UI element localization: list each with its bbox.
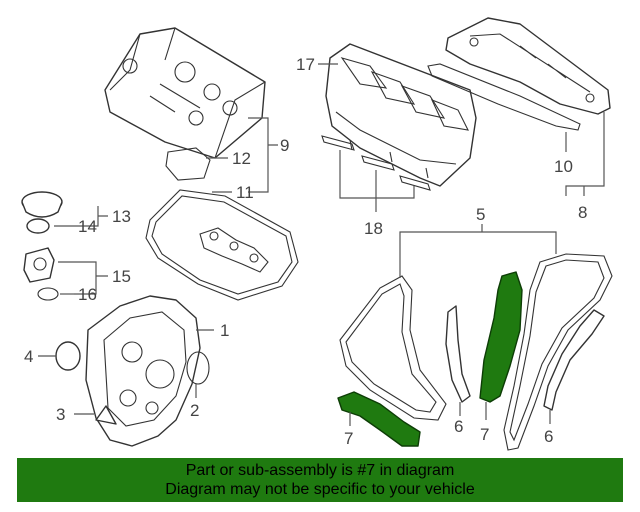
banner-line-1: Part or sub-assembly is #7 in diagram (185, 462, 455, 479)
chain-guide-6-right (543, 309, 605, 411)
gasket-12 (165, 147, 211, 181)
chain-guide-7-upright (479, 271, 523, 403)
callout-4: 4 (24, 347, 33, 366)
callout-3: 3 (56, 405, 65, 424)
callout-5: 5 (476, 205, 485, 224)
callout-13: 13 (112, 207, 131, 226)
callout-12: 12 (232, 149, 251, 168)
gasket-10 (427, 63, 581, 131)
intake-manifold-17 (325, 43, 477, 187)
callout-17: 17 (296, 55, 315, 74)
callout-16: 16 (78, 285, 97, 304)
gasket-2 (186, 351, 210, 385)
chain-guide-7-lower (337, 391, 421, 447)
callout-18: 18 (364, 219, 383, 238)
chain-guide-6-left (445, 305, 471, 403)
callout-9: 9 (280, 136, 289, 155)
part-3 (95, 405, 117, 425)
callout-11: 11 (236, 183, 254, 202)
o-ring-16 (37, 287, 59, 301)
gaskets-18 (321, 135, 431, 191)
banner-line-2: Diagram may not be specific to your vehi… (165, 481, 475, 498)
engine-cover-8 (445, 17, 611, 115)
cylinder-head-cover (104, 27, 266, 159)
seal-14 (26, 218, 50, 234)
callout-7-lower: 7 (344, 429, 353, 448)
callout-10: 10 (554, 157, 573, 176)
oil-filler-cap-13 (21, 191, 63, 218)
callout-6-right: 6 (544, 427, 553, 446)
valve-cover-gasket-11 (145, 189, 299, 301)
leader-lines (38, 63, 605, 426)
callout-1: 1 (220, 321, 229, 340)
timing-cover-1 (85, 295, 201, 447)
seal-4 (55, 341, 81, 371)
timing-chain-5 (339, 253, 613, 451)
callout-8: 8 (578, 203, 587, 222)
callout-7-upright: 7 (480, 425, 489, 444)
callout-15: 15 (112, 267, 131, 286)
info-banner: Part or sub-assembly is #7 in diagram Di… (17, 458, 623, 502)
callout-14: 14 (78, 217, 97, 236)
sensor-15 (23, 247, 55, 283)
callout-2: 2 (190, 401, 199, 420)
callout-6-left: 6 (454, 417, 463, 436)
